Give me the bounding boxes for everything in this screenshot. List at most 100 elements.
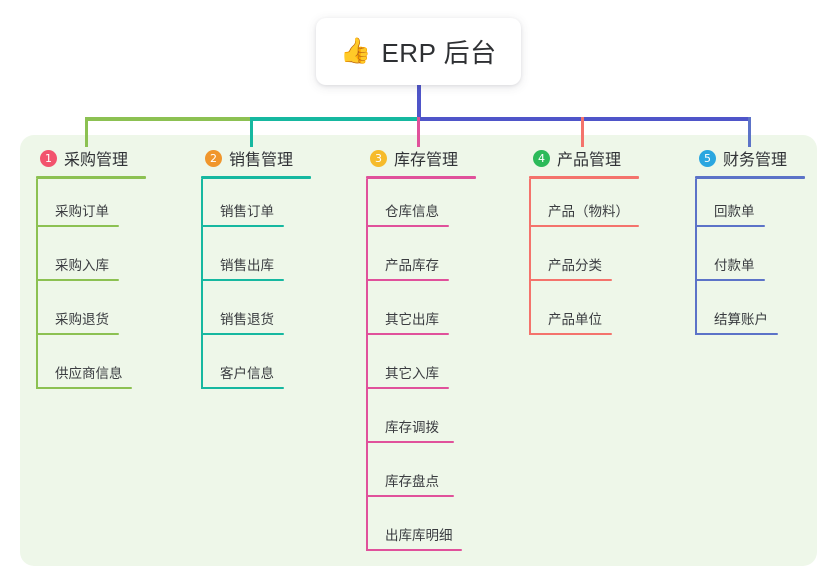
branch-children-5: 回款单付款单结算账户: [695, 179, 805, 341]
branch-underline-3: [366, 176, 476, 179]
leaf-node-label: 销售出库: [220, 258, 274, 273]
branch-header-1[interactable]: 1 采购管理: [36, 145, 146, 171]
branch-badge-5: 5: [699, 149, 716, 167]
leaf-node[interactable]: 结算账户: [695, 287, 805, 341]
leaf-node-label: 产品库存: [385, 258, 439, 273]
leaf-node[interactable]: 采购订单: [36, 179, 146, 233]
branch-underline-5: [695, 176, 805, 179]
leaf-node-underline: [529, 225, 639, 227]
leaf-node[interactable]: 库存盘点: [366, 449, 476, 503]
branch-underline-4: [529, 176, 639, 179]
leaf-node-label: 产品单位: [548, 312, 602, 327]
branch-column-1: 1 采购管理采购订单采购入库采购退货供应商信息: [36, 145, 146, 395]
leaf-node[interactable]: 其它出库: [366, 287, 476, 341]
leaf-node-label: 其它入库: [385, 366, 439, 381]
branch-children-3: 仓库信息产品库存其它出库其它入库库存调拨库存盘点出库库明细: [366, 179, 476, 557]
leaf-node-underline: [366, 387, 449, 389]
branch-underline-2: [201, 176, 311, 179]
branch-title-2: 销售管理: [229, 152, 294, 169]
branch-title-4: 产品管理: [557, 152, 622, 169]
leaf-node-underline: [695, 225, 765, 227]
horizontal-bus: [85, 117, 751, 121]
leaf-node[interactable]: 销售出库: [201, 233, 311, 287]
branch-column-2: 2 销售管理销售订单销售出库销售退货客户信息: [201, 145, 311, 395]
branch-spine-5: [695, 179, 697, 335]
leaf-node[interactable]: 其它入库: [366, 341, 476, 395]
leaf-node-label: 其它出库: [385, 312, 439, 327]
leaf-node-underline: [201, 279, 284, 281]
leaf-node-label: 付款单: [714, 258, 755, 273]
leaf-node[interactable]: 客户信息: [201, 341, 311, 395]
branch-children-1: 采购订单采购入库采购退货供应商信息: [36, 179, 146, 395]
branch-title-1: 采购管理: [64, 152, 129, 169]
leaf-node-underline: [201, 225, 284, 227]
branch-spine-1: [36, 179, 38, 389]
branch-header-3[interactable]: 3 库存管理: [366, 145, 476, 171]
leaf-node[interactable]: 产品单位: [529, 287, 639, 341]
leaf-node[interactable]: 回款单: [695, 179, 805, 233]
leaf-node-underline: [366, 225, 449, 227]
leaf-node-underline: [201, 387, 284, 389]
branch-badge-2: 2: [205, 149, 222, 167]
leaf-node[interactable]: 采购入库: [36, 233, 146, 287]
leaf-node-underline: [366, 495, 454, 497]
leaf-node-underline: [201, 333, 284, 335]
leaf-node-label: 回款单: [714, 204, 755, 219]
leaf-node-label: 客户信息: [220, 366, 274, 381]
branch-header-4[interactable]: 4 产品管理: [529, 145, 639, 171]
leaf-node[interactable]: 产品（物料）: [529, 179, 639, 233]
leaf-node-label: 产品分类: [548, 258, 602, 273]
leaf-node-label: 销售订单: [220, 204, 274, 219]
leaf-node[interactable]: 采购退货: [36, 287, 146, 341]
leaf-node[interactable]: 产品分类: [529, 233, 639, 287]
leaf-node-label: 供应商信息: [55, 366, 123, 381]
leaf-node-label: 采购退货: [55, 312, 109, 327]
leaf-node-label: 库存盘点: [385, 474, 439, 489]
leaf-node[interactable]: 付款单: [695, 233, 805, 287]
leaf-node[interactable]: 销售退货: [201, 287, 311, 341]
leaf-node-underline: [529, 279, 612, 281]
branch-badge-1: 1: [40, 149, 57, 167]
leaf-node[interactable]: 销售订单: [201, 179, 311, 233]
leaf-node[interactable]: 产品库存: [366, 233, 476, 287]
leaf-node[interactable]: 供应商信息: [36, 341, 146, 395]
leaf-node-underline: [695, 333, 778, 335]
leaf-node-label: 库存调拨: [385, 420, 439, 435]
leaf-node-underline: [366, 441, 454, 443]
branch-badge-4: 4: [533, 149, 550, 167]
leaf-node-label: 仓库信息: [385, 204, 439, 219]
branch-column-3: 3 库存管理仓库信息产品库存其它出库其它入库库存调拨库存盘点出库库明细: [366, 145, 476, 557]
leaf-node-label: 采购入库: [55, 258, 109, 273]
thumbs-up-icon: 👍: [340, 37, 372, 65]
branch-header-2[interactable]: 2 销售管理: [201, 145, 311, 171]
root-node-card[interactable]: 👍 ERP 后台: [316, 18, 521, 85]
branch-badge-3: 3: [370, 149, 387, 167]
branch-spine-4: [529, 179, 531, 335]
leaf-node[interactable]: 出库库明细: [366, 503, 476, 557]
leaf-node-underline: [529, 333, 612, 335]
branch-children-2: 销售订单销售出库销售退货客户信息: [201, 179, 311, 395]
leaf-node[interactable]: 仓库信息: [366, 179, 476, 233]
branch-spine-2: [201, 179, 203, 389]
root-stem: [417, 85, 421, 121]
diagram-panel-background: [20, 135, 817, 566]
leaf-node-label: 销售退货: [220, 312, 274, 327]
leaf-node-underline: [36, 225, 119, 227]
leaf-node-label: 结算账户: [714, 312, 768, 327]
branch-underline-1: [36, 176, 146, 179]
leaf-node-underline: [36, 387, 132, 389]
leaf-node-label: 采购订单: [55, 204, 109, 219]
leaf-node-label: 产品（物料）: [548, 204, 629, 219]
leaf-node[interactable]: 库存调拨: [366, 395, 476, 449]
leaf-node-underline: [36, 333, 119, 335]
branch-spine-3: [366, 179, 368, 551]
leaf-node-underline: [366, 279, 449, 281]
leaf-node-label: 出库库明细: [385, 528, 453, 543]
root-node-title: ERP 后台: [381, 38, 497, 68]
branch-title-3: 库存管理: [394, 152, 459, 169]
leaf-node-underline: [366, 333, 449, 335]
leaf-node-underline: [695, 279, 765, 281]
branch-column-4: 4 产品管理产品（物料） 产品分类产品单位: [529, 145, 639, 341]
